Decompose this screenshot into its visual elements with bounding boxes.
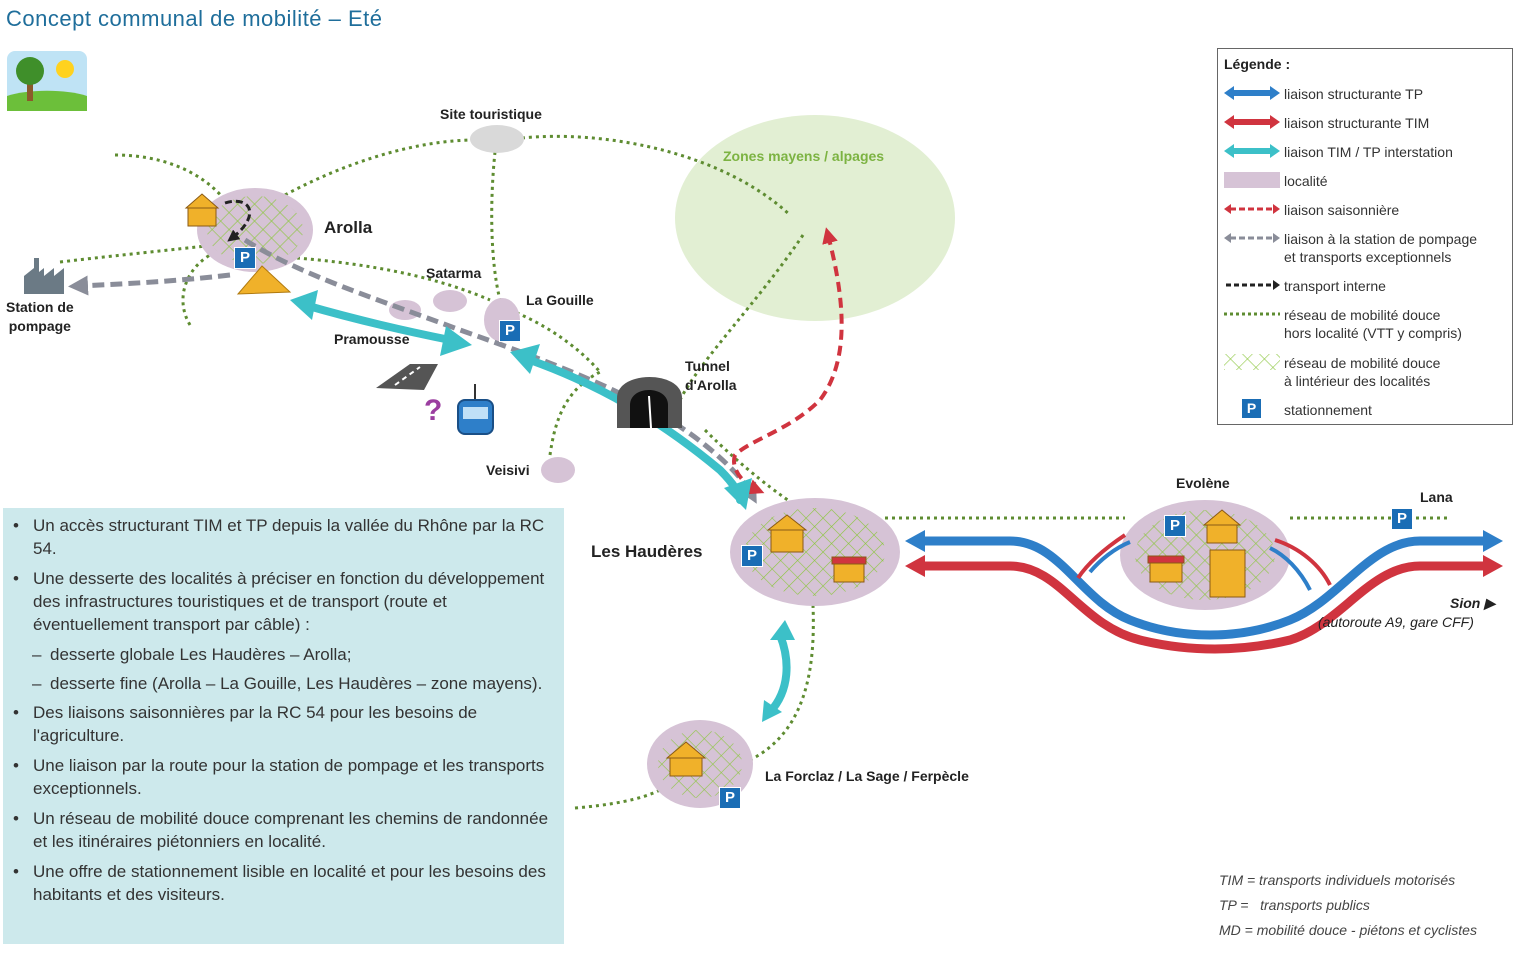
road-icon: [376, 364, 438, 390]
list-item: Une liaison par la route pour la station…: [3, 754, 564, 800]
label-evolene: Evolène: [1176, 475, 1230, 491]
label-station-pompage: Station de pompage: [6, 299, 74, 334]
house-icons: [184, 193, 1246, 777]
pumping-station-link: [68, 237, 757, 504]
label-sion-sub: (autoroute A9, gare CFF): [1318, 614, 1474, 630]
zone-mayens-area: [675, 115, 955, 321]
label-zones-mayens: Zones mayens / alpages: [723, 148, 885, 164]
veisivi-locality: [541, 457, 575, 483]
note-tim: TIM = transports individuels motorisés: [1219, 872, 1456, 888]
grey-dashed-arrow-icon: [1224, 233, 1280, 243]
legend-item-tp: liaison structurante TP: [1218, 81, 1512, 105]
list-item: Une offre de stationnement lisible en lo…: [3, 860, 564, 906]
legend-item-localite: localité: [1218, 168, 1512, 192]
site-touristique-area: [470, 125, 524, 153]
label-lana: Lana: [1420, 489, 1453, 505]
internal-transport-arrow: [224, 199, 252, 242]
red-dashed-arrow-icon: [1224, 204, 1280, 214]
parking-icon: P: [1242, 399, 1261, 418]
house-icon-arolla: [184, 193, 220, 227]
building-icon-evolene: [1209, 549, 1246, 598]
label-sion: Sion ▶: [1450, 595, 1495, 611]
legend-item-tim: liaison structurante TIM: [1218, 110, 1512, 134]
tent-icon: [236, 265, 292, 295]
label-la-forclaz: La Forclaz / La Sage / Ferpècle: [765, 768, 969, 784]
parking-icon-evolene: P: [1164, 515, 1186, 537]
list-item: Des liaisons saisonnières par la RC 54 p…: [3, 701, 564, 747]
label-la-gouille: La Gouille: [526, 292, 594, 308]
green-dotted-line-icon: [1224, 312, 1280, 316]
parking-icon-forclaz: P: [719, 787, 741, 809]
parking-icon-lana: P: [1391, 508, 1413, 530]
legend-label: liaison TIM / TP interstation: [1284, 144, 1453, 160]
parking-icon-arolla: P: [234, 247, 256, 269]
summary-list: Un accès structurant TIM et TP depuis la…: [3, 508, 564, 906]
label-les-hauderes: Les Haudères: [591, 542, 703, 561]
legend-label: liaison structurante TP: [1284, 86, 1424, 102]
legend-label: réseau de mobilité douce hors localité (…: [1284, 307, 1462, 341]
legend-label: liaison saisonnière: [1284, 202, 1400, 218]
seasonal-link: [732, 227, 844, 495]
parking-icon-hauderes: P: [741, 545, 763, 567]
shop-icon-hauderes: [831, 556, 867, 583]
summer-tree-sun-icon: [7, 51, 87, 111]
list-item-sub: –desserte fine (Arolla – La Gouille, Les…: [32, 674, 543, 693]
tunnel-icon: [617, 377, 682, 429]
legend-item-interstation: liaison TIM / TP interstation: [1218, 139, 1512, 163]
factory-icon: [24, 258, 64, 294]
note-md: MD = mobilité douce - piétons et cyclist…: [1219, 922, 1477, 938]
legend-label: liaison structurante TIM: [1284, 115, 1430, 131]
cyan-double-arrow-icon: [1224, 144, 1280, 158]
house-icon-forclaz: [665, 741, 707, 777]
label-site-touristique: Site touristique: [440, 106, 542, 122]
localite-swatch-icon: [1224, 172, 1280, 188]
legend-item-saisonniere: liaison saisonnière: [1218, 197, 1512, 221]
structural-links: [918, 533, 1485, 654]
satarma-locality: [433, 290, 467, 312]
pramousse-locality: [389, 300, 421, 320]
list-item: Un réseau de mobilité douce comprenant l…: [3, 807, 564, 853]
legend-item-interne: transport interne: [1218, 273, 1512, 297]
legend-label: localité: [1284, 173, 1328, 189]
interstation-arrowheads: [290, 290, 795, 722]
label-tunnel: Tunnel d'Arolla: [685, 358, 737, 393]
structural-arrowheads: [905, 530, 1503, 577]
summary-textbox: Un accès structurant TIM et TP depuis la…: [3, 508, 564, 944]
note-tp: TP = transports publics: [1219, 897, 1370, 913]
legend-label: réseau de mobilité douce à lintérieur de…: [1284, 355, 1441, 389]
shop-icon-evolene: [1147, 555, 1185, 583]
legend-label: stationnement: [1284, 402, 1372, 418]
label-veisivi: Veisivi: [486, 462, 530, 478]
green-crosshatch-icon: [1224, 354, 1280, 370]
parking-icon-la-gouille: P: [499, 320, 521, 342]
page-title: Concept communal de mobilité – Eté: [6, 6, 383, 31]
house-icon-evolene: [1202, 509, 1242, 544]
house-icon-hauderes: [766, 514, 808, 553]
blue-double-arrow-icon: [1224, 86, 1280, 100]
legend-label: liaison à la station de pompage et trans…: [1284, 231, 1478, 265]
legend-item-stationnement: P stationnement: [1218, 397, 1512, 421]
abbreviation-notes: TIM = transports individuels motorisés T…: [1219, 868, 1477, 943]
red-double-arrow-icon: [1224, 115, 1280, 129]
list-item: Un accès structurant TIM et TP depuis la…: [3, 514, 564, 560]
legend-item-md-interieur: réseau de mobilité douce à lintérieur de…: [1218, 350, 1512, 394]
list-item-sub: –desserte globale Les Haudères – Arolla;: [32, 645, 352, 664]
label-pramousse: Pramousse: [334, 331, 410, 347]
legend-item-pompage: liaison à la station de pompage et trans…: [1218, 226, 1512, 270]
legend-title: Légende :: [1224, 56, 1291, 72]
legend-item-md-hors: réseau de mobilité douce hors localité (…: [1218, 302, 1512, 346]
legend-label: transport interne: [1284, 278, 1386, 294]
label-arolla: Arolla: [324, 218, 373, 237]
black-dashed-arrow-icon: [1226, 280, 1280, 290]
list-item: Une desserte des localités à préciser en…: [3, 567, 564, 636]
legend: Légende : liaison structurante TP liaiso…: [1217, 48, 1513, 425]
cable-car-icon: [457, 384, 494, 435]
question-mark-icon: ?: [424, 394, 443, 427]
label-satarma: Satarma: [426, 265, 482, 281]
